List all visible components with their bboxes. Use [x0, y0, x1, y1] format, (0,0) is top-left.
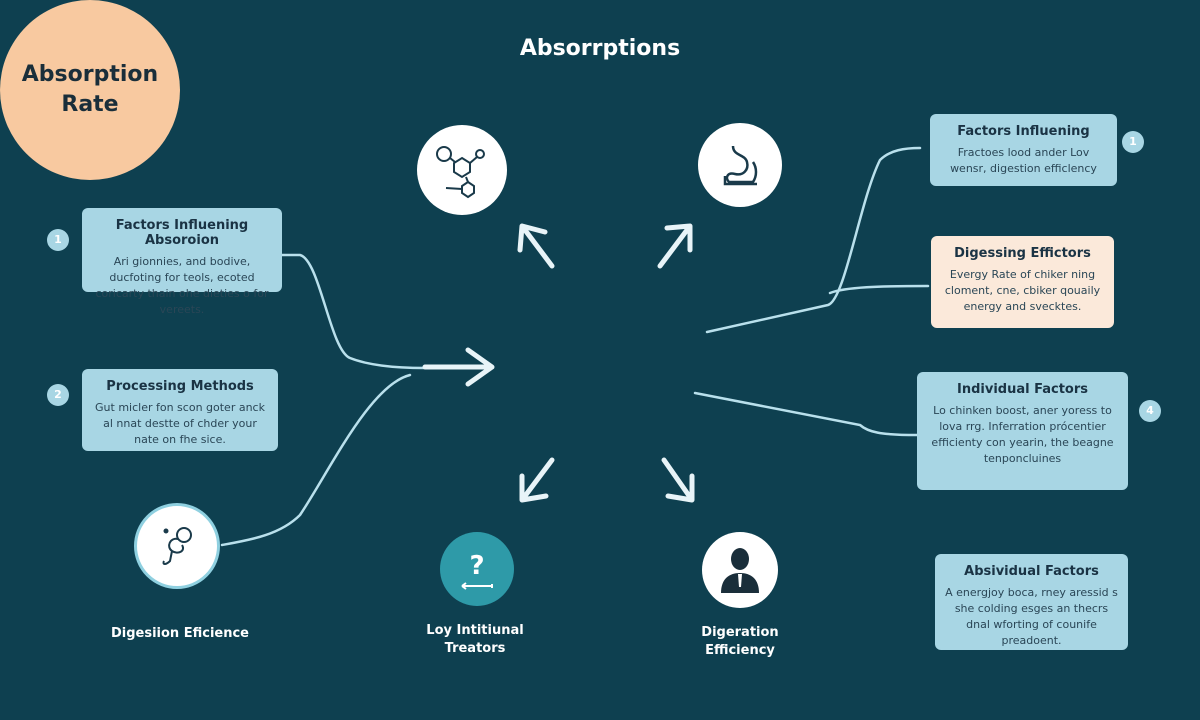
- label-loy-intitiunal: Loy Intitiunal Treators: [400, 622, 550, 658]
- label-digeration-efficiency: Digeration Efficiency: [670, 624, 810, 660]
- badge-1: 1: [47, 229, 69, 251]
- box-body: Lo chinken boost, aner yoress to lova rr…: [931, 404, 1114, 465]
- box-body: Fractoes lood ander Lov wensr, digestion…: [950, 146, 1097, 175]
- box-title: Factors Influening: [957, 124, 1090, 139]
- box-title: Processing Methods: [106, 379, 254, 394]
- box-factors-absorption: Factors Influening Absoroion Ari gionnie…: [82, 208, 282, 316]
- box-title: Digessing Effictors: [954, 246, 1091, 261]
- box-absividual-factors: Absividual Factors A energjoy boca, rney…: [935, 554, 1128, 650]
- box-body: Gut micler fon scon goter anck al nnat d…: [95, 401, 265, 446]
- connector-left-2: [220, 373, 412, 547]
- stomach-icon: [698, 123, 782, 207]
- connector-left-1: [280, 253, 427, 370]
- person-icon: [702, 532, 778, 608]
- box-title: Individual Factors: [957, 382, 1088, 397]
- badge-2: 2: [47, 384, 69, 406]
- box-title: Absividual Factors: [964, 564, 1099, 579]
- box-body: Evergy Rate of chiker ning cloment, cne,…: [944, 268, 1101, 313]
- center-node: Absorption Rate: [0, 0, 180, 180]
- box-processing-methods: Processing Methods Gut micler fon scon g…: [82, 369, 278, 451]
- center-line1: Absorption: [21, 62, 159, 87]
- arrow-right: [422, 347, 495, 387]
- label-digestion-eficience: Digesiion Eficience: [110, 626, 249, 641]
- arrow-up-right: [657, 223, 693, 269]
- box-body: Ari gionnies, and bodive, ducfoting for …: [95, 255, 269, 316]
- box-individual-factors: Individual Factors Lo chinken boost, ane…: [917, 372, 1128, 490]
- arrow-down-left: [519, 457, 555, 503]
- box-factors-influening: Factors Influening Fractoes lood ander L…: [930, 114, 1117, 186]
- molecule-figure-icon: [134, 503, 220, 589]
- label-line1: Digeration: [701, 625, 779, 640]
- diagram-title: Absorrptions: [519, 36, 681, 61]
- label-line2: Treators: [444, 641, 506, 656]
- label-line2: Efficiency: [705, 643, 775, 658]
- arrow-down-right: [661, 457, 695, 503]
- badge-right-1: 1: [1122, 131, 1144, 153]
- badge-right-4: 4: [1139, 400, 1161, 422]
- question-icon: ?: [440, 532, 514, 606]
- molecule-icon: [417, 125, 507, 215]
- connector-right-2: [828, 284, 930, 295]
- box-body: A energjoy boca, rney aressid s she cold…: [945, 586, 1118, 647]
- center-line2: Rate: [61, 92, 119, 117]
- label-line1: Loy Intitiunal: [426, 623, 524, 638]
- arrow-up-left: [517, 223, 555, 269]
- svg-text:?: ?: [469, 551, 484, 581]
- connector-right-1: [705, 146, 922, 334]
- box-title: Factors Influening Absoroion: [115, 218, 249, 248]
- connector-right-3: [693, 391, 919, 437]
- box-digessing-effictors: Digessing Effictors Evergy Rate of chike…: [931, 236, 1114, 328]
